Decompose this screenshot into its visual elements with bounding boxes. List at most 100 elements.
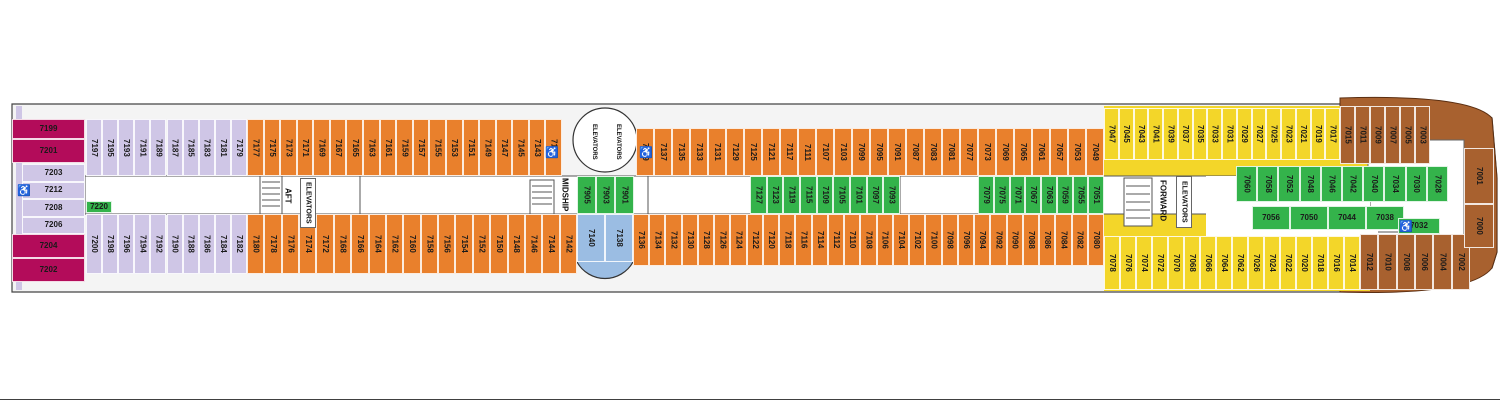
cabin-7194[interactable]: 7194 <box>134 214 151 274</box>
cabin-7106[interactable]: 7106 <box>876 214 893 266</box>
cabin-7045[interactable]: 7045 <box>1118 108 1134 160</box>
cabin-7168[interactable]: 7168 <box>333 214 352 274</box>
cabin-7153[interactable]: 7153 <box>445 119 463 176</box>
cabin-7132[interactable]: 7132 <box>665 214 682 266</box>
cabin-7048[interactable]: 7048 <box>1299 166 1321 202</box>
cabin-7105[interactable]: 7105 <box>833 176 850 214</box>
cabin-7008[interactable]: 7008 <box>1396 234 1415 290</box>
cabin-7103[interactable]: 7103 <box>834 128 852 176</box>
cabin-7061[interactable]: 7061 <box>1032 128 1050 176</box>
cabin-7071[interactable]: 7071 <box>1009 176 1026 214</box>
cabin-7165[interactable]: 7165 <box>346 119 364 176</box>
cabin-7081[interactable]: 7081 <box>942 128 960 176</box>
cabin-7114[interactable]: 7114 <box>811 214 828 266</box>
cabin-7104[interactable]: 7104 <box>892 214 910 266</box>
cabin-7127[interactable]: 7127 <box>750 176 767 214</box>
cabin-7120[interactable]: 7120 <box>762 214 780 266</box>
cabin-7202[interactable]: 7202 <box>12 258 85 282</box>
cabin-7090[interactable]: 7090 <box>1006 214 1023 266</box>
cabin-7128[interactable]: 7128 <box>697 214 715 266</box>
cabin-7116[interactable]: 7116 <box>795 214 812 266</box>
cabin-7140[interactable]: 7140 <box>577 214 605 262</box>
cabin-7180[interactable]: 7180 <box>247 214 265 274</box>
cabin-7102[interactable]: 7102 <box>909 214 926 266</box>
cabin-7031[interactable]: 7031 <box>1222 108 1237 160</box>
cabin-7069[interactable]: 7069 <box>996 128 1014 176</box>
cabin-7169[interactable]: 7169 <box>313 119 330 176</box>
cabin-7032[interactable]: 7032 <box>1398 218 1440 234</box>
cabin-7019[interactable]: 7019 <box>1310 108 1326 160</box>
cabin-7192[interactable]: 7192 <box>150 214 167 274</box>
cabin-7035[interactable]: 7035 <box>1192 108 1208 160</box>
cabin-7161[interactable]: 7161 <box>379 119 397 176</box>
cabin-7186[interactable]: 7186 <box>198 214 215 274</box>
cabin-7101[interactable]: 7101 <box>850 176 867 214</box>
cabin-7009[interactable]: 7009 <box>1370 106 1385 164</box>
cabin-7175[interactable]: 7175 <box>263 119 281 176</box>
cabin-7006[interactable]: 7006 <box>1415 234 1434 290</box>
cabin-7148[interactable]: 7148 <box>507 214 525 274</box>
cabin-7141[interactable]: 7141 <box>545 119 562 176</box>
cabin-7182[interactable]: 7182 <box>230 214 247 274</box>
cabin-7034[interactable]: 7034 <box>1384 166 1406 202</box>
cabin-7159[interactable]: 7159 <box>396 119 413 176</box>
cabin-7112[interactable]: 7112 <box>827 214 845 266</box>
cabin-7047[interactable]: 7047 <box>1104 108 1119 160</box>
cabin-7033[interactable]: 7033 <box>1207 108 1222 160</box>
cabin-7167[interactable]: 7167 <box>329 119 347 176</box>
cabin-7076[interactable]: 7076 <box>1120 236 1136 290</box>
cabin-7012[interactable]: 7012 <box>1360 234 1379 290</box>
cabin-7139[interactable]: 7139 <box>636 128 654 176</box>
cabin-7152[interactable]: 7152 <box>472 214 491 274</box>
cabin-7080[interactable]: 7080 <box>1087 214 1104 266</box>
cabin-7122[interactable]: 7122 <box>746 214 763 266</box>
cabin-7030[interactable]: 7030 <box>1405 166 1427 202</box>
cabin-7145[interactable]: 7145 <box>512 119 529 176</box>
cabin-7177[interactable]: 7177 <box>247 119 264 176</box>
cabin-7119[interactable]: 7119 <box>783 176 800 214</box>
cabin-7096[interactable]: 7096 <box>957 214 975 266</box>
cabin-7115[interactable]: 7115 <box>800 176 817 214</box>
cabin-7100[interactable]: 7100 <box>925 214 942 266</box>
cabin-7162[interactable]: 7162 <box>385 214 404 274</box>
cabin-7037[interactable]: 7037 <box>1177 108 1193 160</box>
cabin-7146[interactable]: 7146 <box>524 214 543 274</box>
cabin-7131[interactable]: 7131 <box>708 128 726 176</box>
cabin-7147[interactable]: 7147 <box>495 119 513 176</box>
cabin-7029[interactable]: 7029 <box>1236 108 1252 160</box>
cabin-7046[interactable]: 7046 <box>1320 166 1342 202</box>
cabin-7091[interactable]: 7091 <box>888 128 906 176</box>
cabin-7057[interactable]: 7057 <box>1050 128 1068 176</box>
cabin-7208[interactable]: 7208 <box>22 199 85 217</box>
cabin-7190[interactable]: 7190 <box>166 214 183 274</box>
cabin-7025[interactable]: 7025 <box>1266 108 1281 160</box>
cabin-7191[interactable]: 7191 <box>134 119 151 176</box>
cabin-7020[interactable]: 7020 <box>1296 236 1312 290</box>
cabin-7151[interactable]: 7151 <box>462 119 480 176</box>
cabin-7109[interactable]: 7109 <box>816 176 834 214</box>
cabin-7062[interactable]: 7062 <box>1232 236 1248 290</box>
cabin-7176[interactable]: 7176 <box>281 214 300 274</box>
cabin-7135[interactable]: 7135 <box>672 128 690 176</box>
cabin-7160[interactable]: 7160 <box>403 214 421 274</box>
cabin-7011[interactable]: 7011 <box>1355 106 1370 164</box>
cabin-7005[interactable]: 7005 <box>1400 106 1415 164</box>
cabin-7026[interactable]: 7026 <box>1248 236 1264 290</box>
cabin-7074[interactable]: 7074 <box>1136 236 1152 290</box>
cabin-7183[interactable]: 7183 <box>198 119 215 176</box>
cabin-7002[interactable]: 7002 <box>1451 234 1470 290</box>
cabin-7095[interactable]: 7095 <box>870 128 888 176</box>
cabin-7093[interactable]: 7093 <box>883 176 900 214</box>
cabin-7124[interactable]: 7124 <box>730 214 747 266</box>
cabin-7099[interactable]: 7099 <box>852 128 870 176</box>
cabin-7014[interactable]: 7014 <box>1344 236 1360 290</box>
cabin-7000[interactable]: 7000 <box>1464 204 1494 248</box>
cabin-7086[interactable]: 7086 <box>1039 214 1056 266</box>
cabin-7136[interactable]: 7136 <box>633 214 650 266</box>
cabin-7040[interactable]: 7040 <box>1363 166 1385 202</box>
cabin-7156[interactable]: 7156 <box>438 214 456 274</box>
cabin-7066[interactable]: 7066 <box>1200 236 1216 290</box>
cabin-7003[interactable]: 7003 <box>1415 106 1430 164</box>
cabin-7181[interactable]: 7181 <box>214 119 231 176</box>
cabin-7195[interactable]: 7195 <box>102 119 119 176</box>
